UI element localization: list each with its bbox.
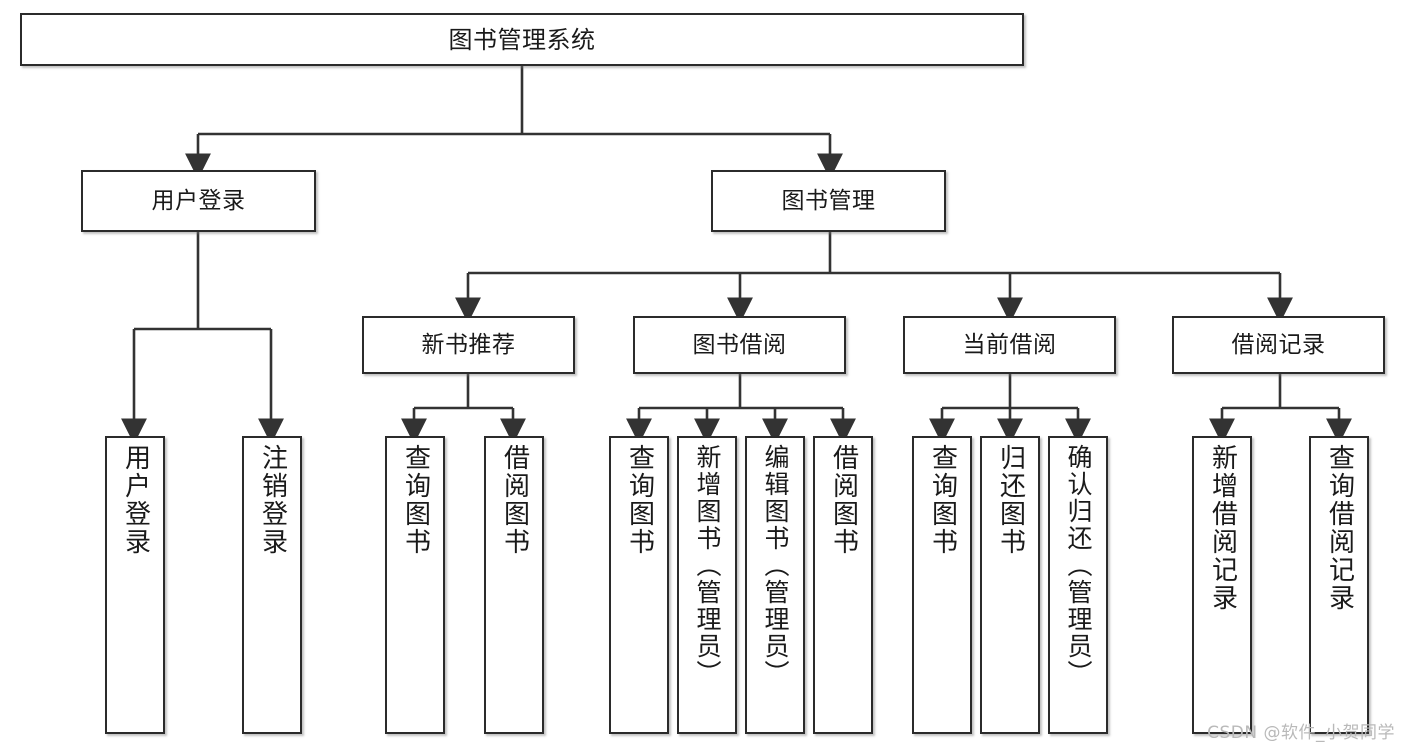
node-label: 图书管理系统 [448,25,596,54]
leaf-user-login-login[interactable]: 用户登录 [105,436,165,734]
leaf-borrow-record-query[interactable]: 查询借阅记录 [1309,436,1369,734]
node-new-book-recommend[interactable]: 新书推荐 [362,316,575,374]
node-current-borrow[interactable]: 当前借阅 [903,316,1116,374]
node-label: 新书推荐 [421,331,516,358]
csdn-watermark: CSDN @软件_小贺同学 [1207,723,1395,743]
leaf-book-borrow-edit-admin[interactable]: 编辑图书（管理员） [745,436,805,734]
node-label: 图书管理 [781,187,876,214]
node-label: 借阅图书 [499,444,530,556]
leaf-book-borrow-add-admin[interactable]: 新增图书（管理员） [677,436,737,734]
node-book-borrow[interactable]: 图书借阅 [633,316,846,374]
leaf-borrow-record-add[interactable]: 新增借阅记录 [1192,436,1252,734]
node-borrow-record[interactable]: 借阅记录 [1172,316,1385,374]
node-label: 确认归还（管理员） [1064,444,1093,687]
node-label: 查询图书 [927,444,958,556]
node-label: 编辑图书（管理员） [761,444,790,687]
node-label: 查询借阅记录 [1324,444,1355,612]
node-label: 用户登录 [151,187,246,214]
leaf-current-borrow-return[interactable]: 归还图书 [980,436,1040,734]
node-label: 查询图书 [624,444,655,556]
leaf-book-borrow-query[interactable]: 查询图书 [609,436,669,734]
leaf-current-borrow-query[interactable]: 查询图书 [912,436,972,734]
node-label: 图书借阅 [692,331,787,358]
node-root-book-management-system[interactable]: 图书管理系统 [20,13,1024,66]
node-label: 查询图书 [400,444,431,556]
node-label: 新增图书（管理员） [693,444,722,687]
node-label: 当前借阅 [962,331,1057,358]
node-label: 新增借阅记录 [1207,444,1238,612]
leaf-new-book-borrow[interactable]: 借阅图书 [484,436,544,734]
leaf-book-borrow-borrow[interactable]: 借阅图书 [813,436,873,734]
node-label: 归还图书 [995,444,1026,556]
leaf-current-borrow-confirm-admin[interactable]: 确认归还（管理员） [1048,436,1108,734]
node-label: 注销登录 [257,444,288,556]
node-label: 用户登录 [120,444,151,556]
leaf-user-login-logout[interactable]: 注销登录 [242,436,302,734]
node-book-management[interactable]: 图书管理 [711,170,946,232]
leaf-new-book-query[interactable]: 查询图书 [385,436,445,734]
node-user-login[interactable]: 用户登录 [81,170,316,232]
node-label: 借阅记录 [1231,331,1326,358]
node-label: 借阅图书 [828,444,859,556]
